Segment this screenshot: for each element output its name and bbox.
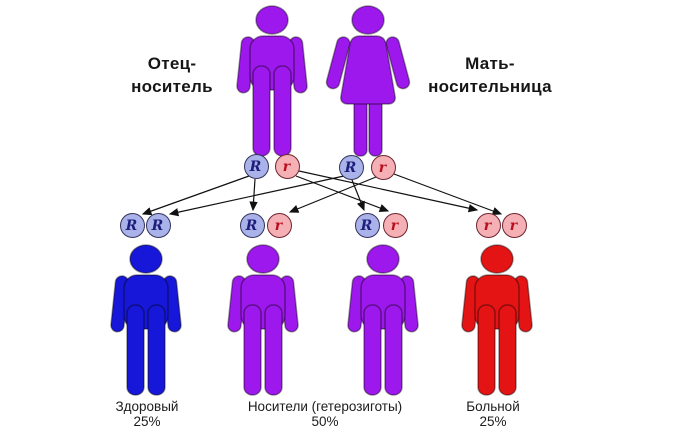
arrow-motherR-child3 bbox=[351, 179, 365, 212]
child3-allele-2: r bbox=[383, 213, 408, 238]
arrow-motherr-child2 bbox=[288, 176, 377, 213]
arrow-fatherR-child1 bbox=[141, 175, 250, 216]
child-figure-healthy bbox=[109, 244, 183, 396]
mother-allele-r: r bbox=[371, 155, 396, 180]
child4-allele-2: r bbox=[502, 213, 527, 238]
child-figure-carrier-1 bbox=[226, 244, 300, 396]
child2-allele-1: R bbox=[240, 213, 265, 238]
child1-allele-1: R bbox=[120, 213, 145, 238]
caption-carriers-percent: 50% bbox=[311, 414, 339, 429]
child4-allele-1: r bbox=[476, 213, 501, 238]
mother-label: Мать- носительница bbox=[428, 54, 552, 96]
child-figure-affected bbox=[460, 244, 534, 396]
arrow-fatherr-child3 bbox=[295, 175, 390, 212]
mother-allele-R: R bbox=[339, 155, 364, 180]
caption-healthy-percent: 25% bbox=[133, 414, 161, 429]
child3-allele-1: R bbox=[355, 213, 380, 238]
caption-affected: Больной 25% bbox=[383, 399, 603, 429]
arrow-motherR-child1 bbox=[168, 175, 345, 217]
allele-transmission-arrows bbox=[141, 170, 503, 217]
caption-healthy: Здоровый 25% bbox=[37, 399, 257, 429]
arrow-fatherr-child4 bbox=[298, 170, 479, 213]
caption-healthy-name: Здоровый bbox=[115, 399, 179, 414]
child2-allele-2: r bbox=[267, 213, 292, 238]
caption-carriers: Носители (гетерозиготы) 50% bbox=[215, 399, 435, 429]
father-allele-R: R bbox=[244, 154, 269, 179]
child-figure-carrier-2 bbox=[346, 244, 420, 396]
caption-affected-percent: 25% bbox=[479, 414, 507, 429]
child1-allele-2: R bbox=[146, 213, 171, 238]
father-label: Отец- носитель bbox=[131, 54, 213, 96]
arrow-motherr-child4 bbox=[393, 173, 503, 215]
caption-affected-name: Больной bbox=[466, 399, 520, 414]
arrow-fatherR-child2 bbox=[249, 178, 258, 212]
father-allele-r: r bbox=[275, 154, 300, 179]
caption-carriers-name: Носители (гетерозиготы) bbox=[247, 399, 403, 414]
